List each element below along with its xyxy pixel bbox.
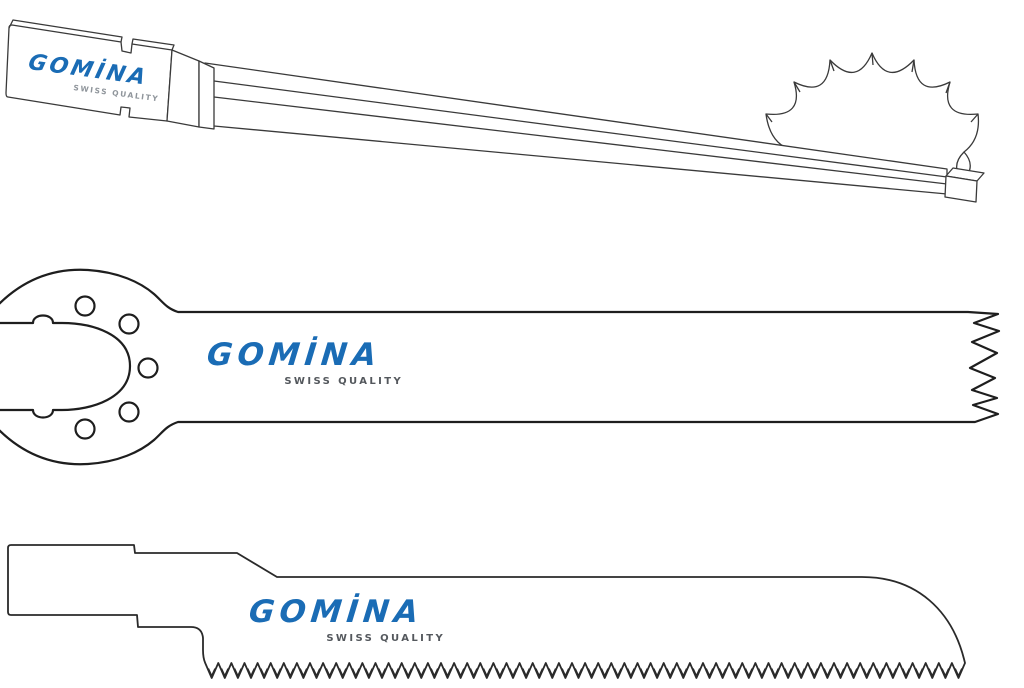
rail-end-block-front: [945, 176, 977, 202]
blade-3d-sagittal-drawing: [6, 20, 984, 202]
mount-hole: [76, 297, 95, 316]
saw-head-thickness-lines: [766, 53, 978, 170]
shank-thickness-lines: [9, 20, 174, 50]
recip-teeth-set-marks: [209, 669, 962, 676]
blade-recip-drawing: [8, 545, 965, 678]
mount-hole: [120, 315, 139, 334]
mount-hole: [76, 420, 95, 439]
mount-hole: [120, 403, 139, 422]
blade-open-mount-drawing: [0, 270, 999, 464]
mount-hole: [139, 359, 158, 378]
collar-facet-b: [199, 61, 214, 129]
open-mount-blade-outline: [0, 270, 999, 464]
blade-shaft-edge-lines: [214, 81, 947, 184]
shank-face: [6, 25, 172, 121]
recip-blade-outline: [8, 545, 965, 678]
collar-facet-a: [167, 50, 199, 127]
